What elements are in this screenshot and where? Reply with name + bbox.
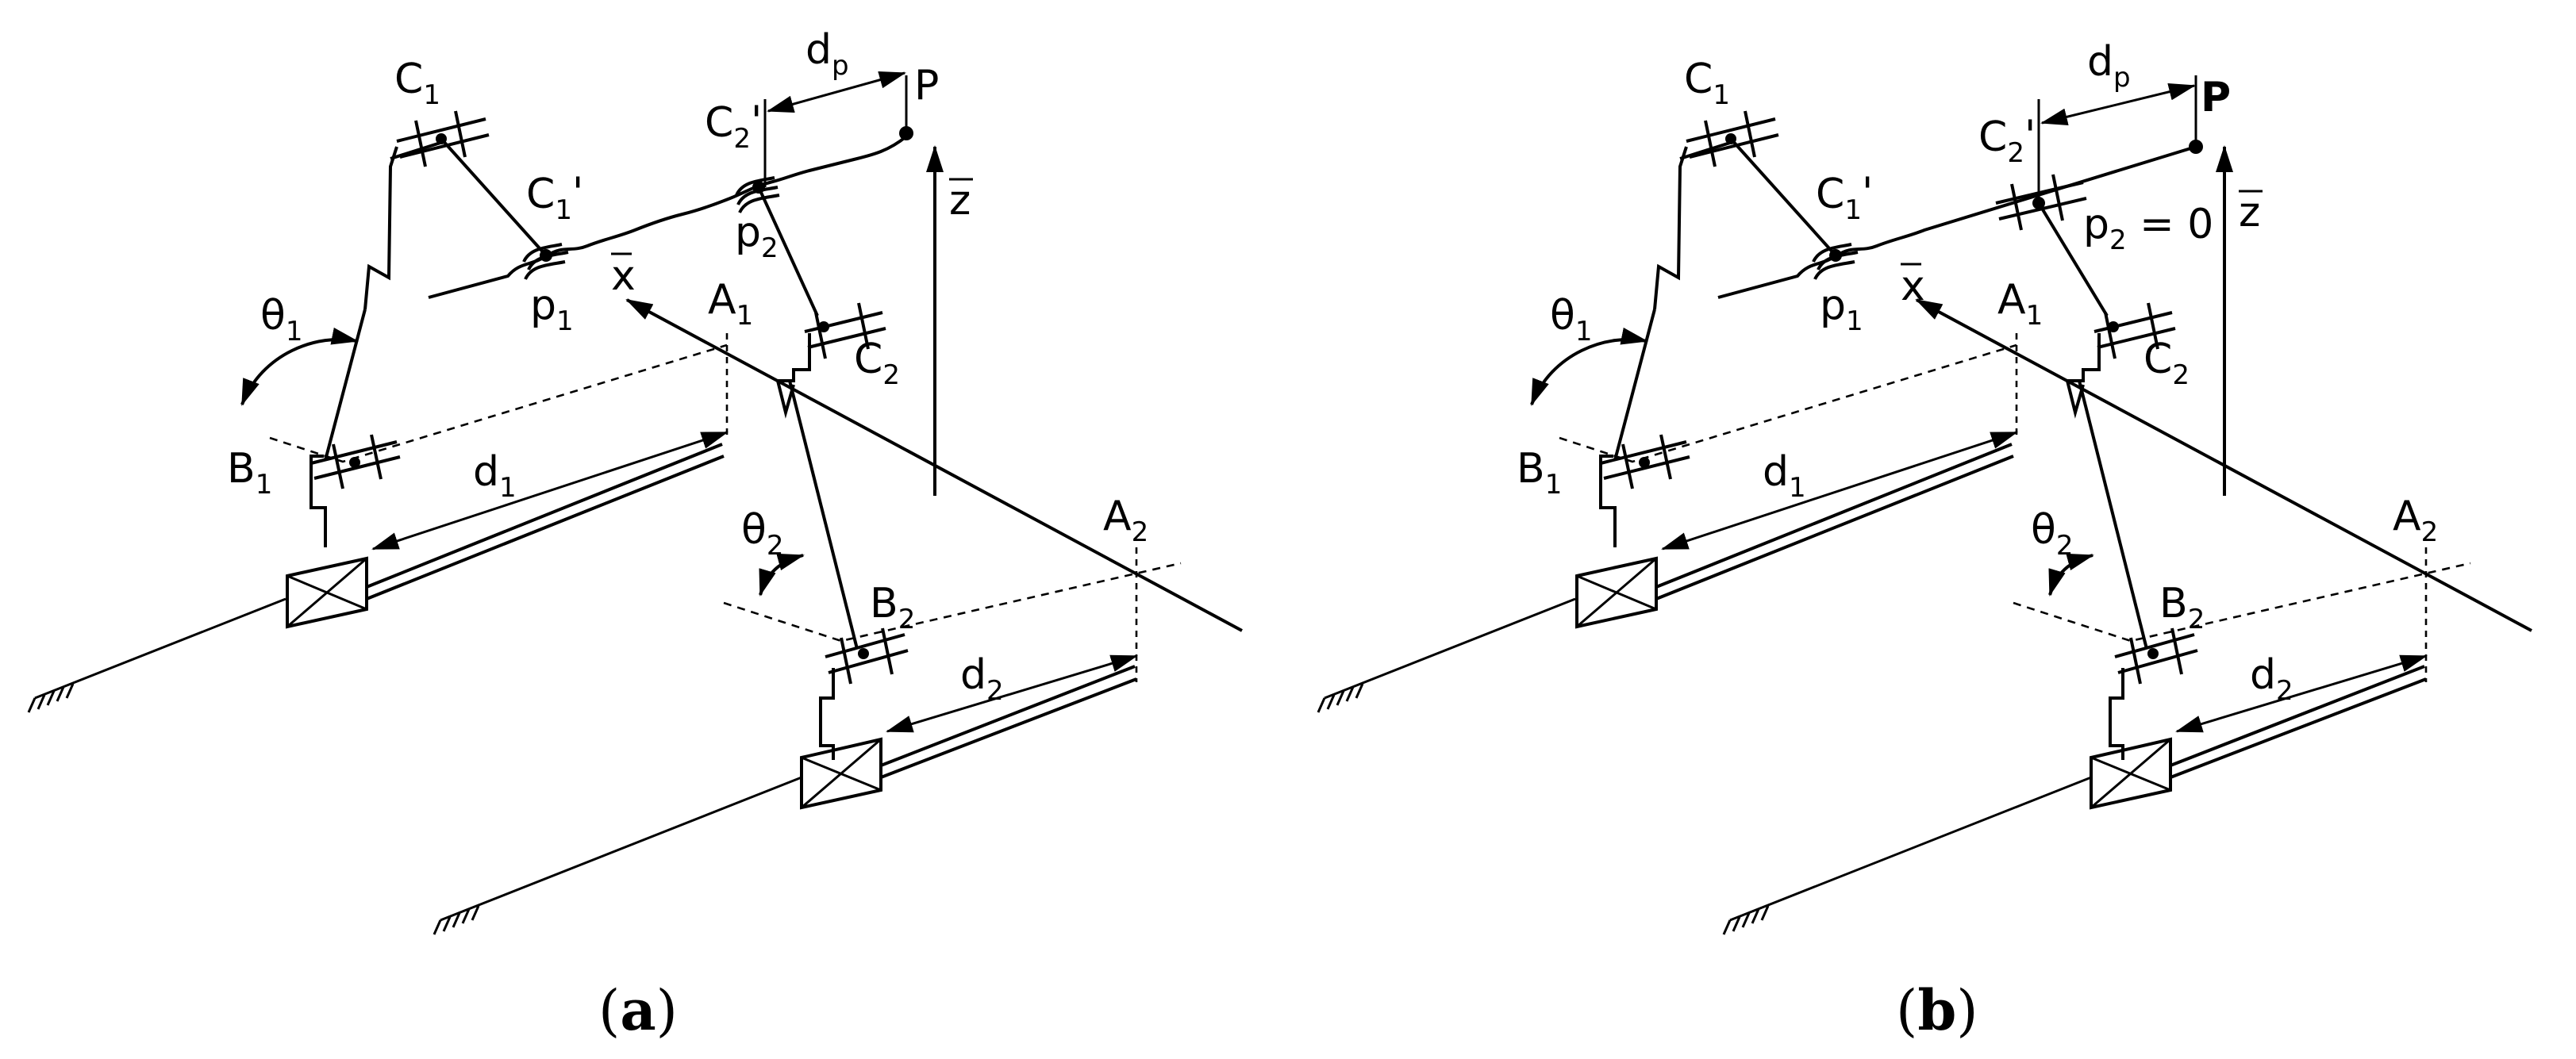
plane-1-dashed <box>1559 343 2017 463</box>
svg-text:C2: C2 <box>854 336 900 391</box>
caption-b: (b) <box>1896 977 1978 1043</box>
svg-text:C1': C1' <box>1816 169 1873 226</box>
svg-text:A1: A1 <box>708 276 753 332</box>
caption-a: (a) <box>598 977 678 1043</box>
plane-2-dashed <box>2013 562 2471 643</box>
svg-text:C1: C1 <box>394 56 440 111</box>
ground-hatch-2 <box>433 776 802 935</box>
panel-a-labels: C1 C1' C2' dp P z x p1 p2 A1 C2 θ1 B1 d1… <box>227 26 1148 707</box>
svg-text:B1: B1 <box>1517 445 1562 501</box>
svg-text:x: x <box>611 252 636 300</box>
svg-text:z: z <box>2239 189 2260 236</box>
leg-1 <box>310 110 548 547</box>
svg-text:P: P <box>2201 74 2231 121</box>
theta2-arc <box>2048 553 2094 597</box>
svg-text:z: z <box>949 177 971 224</box>
svg-text:A2: A2 <box>1103 493 1148 548</box>
d2-arrow <box>886 654 1138 733</box>
panel-a: C1 C1' C2' dp P z x p1 p2 A1 C2 θ1 B1 d1… <box>27 26 1243 1043</box>
svg-text:x: x <box>1901 263 1925 310</box>
ground-hatch-1 <box>1317 597 1576 713</box>
d1-arrow <box>371 431 729 551</box>
svg-text:C1': C1' <box>526 169 583 226</box>
helical-rod <box>428 71 913 299</box>
svg-text:p2: p2 <box>735 209 779 264</box>
theta2-arc <box>759 553 805 597</box>
svg-text:θ2: θ2 <box>741 506 783 562</box>
svg-text:B1: B1 <box>227 445 272 501</box>
leg-2 <box>2037 201 2198 760</box>
svg-text:p1: p1 <box>530 282 574 337</box>
svg-text:θ1: θ1 <box>1550 292 1592 347</box>
svg-text:d1: d1 <box>473 448 517 504</box>
svg-text:A2: A2 <box>2393 493 2438 548</box>
ground-hatch-1 <box>27 597 286 713</box>
svg-text:C1: C1 <box>1684 56 1730 111</box>
svg-text:C2: C2 <box>2143 336 2190 391</box>
theta1-arc <box>240 327 359 406</box>
svg-text:C2': C2' <box>705 98 762 155</box>
svg-text:B2: B2 <box>870 580 915 635</box>
plane-1-dashed <box>269 343 728 463</box>
svg-text:P: P <box>914 62 939 109</box>
svg-text:B2: B2 <box>2159 580 2205 635</box>
helical-rod <box>1717 75 2203 299</box>
svg-text:p1: p1 <box>1820 282 1863 337</box>
svg-text:d2: d2 <box>960 651 1004 707</box>
dp-arrow <box>767 71 906 113</box>
panel-b-labels: C1 C1' C2' dp P z x p1 p2 = 0 A1 C2 θ1 B… <box>1517 38 2438 707</box>
theta1-arc <box>1530 327 1648 406</box>
leg-2 <box>757 186 909 760</box>
d1-arrow <box>1661 431 2018 551</box>
svg-text:θ2: θ2 <box>2031 506 2073 562</box>
dp-arrow <box>2040 82 2196 126</box>
svg-text:θ1: θ1 <box>260 292 302 347</box>
ground-hatch-2 <box>1722 776 2092 935</box>
svg-text:C2': C2' <box>1978 112 2036 169</box>
svg-text:dp: dp <box>2087 38 2131 94</box>
leg-1 <box>1599 110 1837 547</box>
svg-text:A1: A1 <box>1997 276 2043 332</box>
d2-arrow <box>2175 654 2428 733</box>
panel-b: C1 C1' C2' dp P z x p1 p2 = 0 A1 C2 θ1 B… <box>1317 38 2532 1043</box>
svg-text:d1: d1 <box>1763 448 1806 504</box>
svg-text:d2: d2 <box>2250 651 2293 707</box>
svg-text:p2 = 0: p2 = 0 <box>2083 201 2213 256</box>
svg-text:dp: dp <box>805 26 849 82</box>
plane-2-dashed <box>723 562 1182 643</box>
